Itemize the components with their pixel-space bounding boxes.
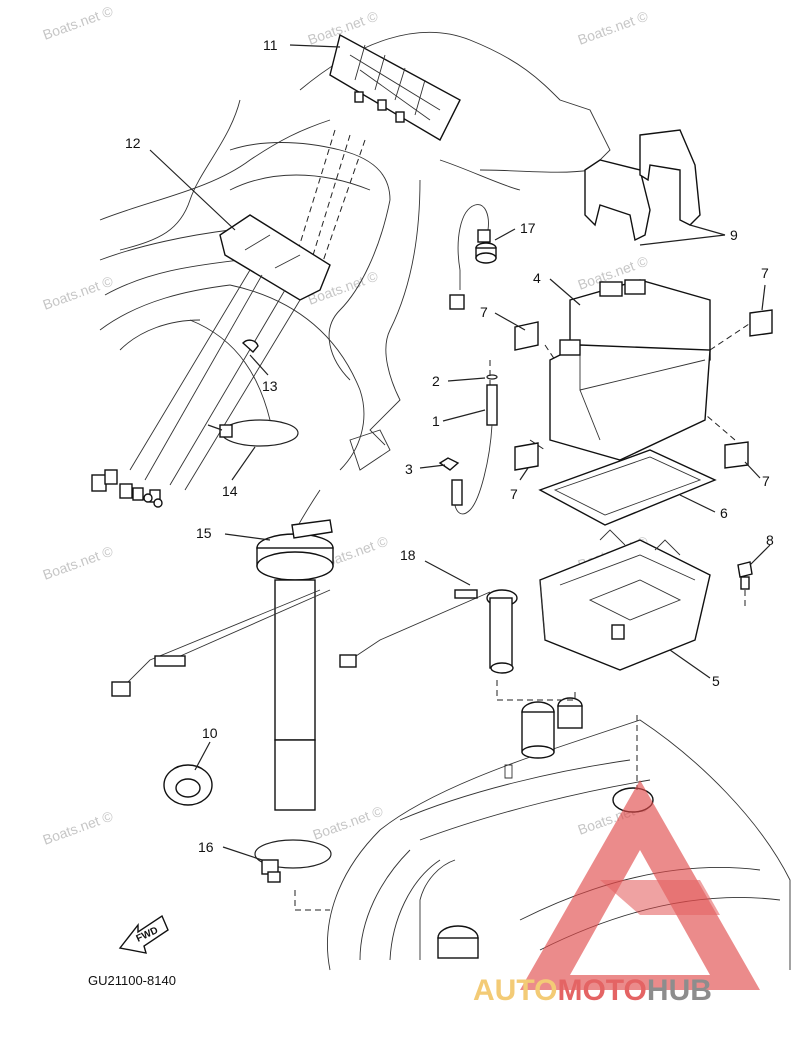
part-meter	[329, 33, 461, 141]
callout-3: 3	[405, 461, 413, 477]
part-battery-box	[539, 529, 711, 671]
callout-14: 14	[222, 483, 238, 499]
callout-18: 18	[400, 547, 416, 563]
svg-text:AUTOMOTOHUB: AUTOMOTOHUB	[473, 974, 712, 1007]
logo-text-hub: HUB	[647, 974, 712, 1007]
part-bolt	[737, 561, 753, 590]
callout-8: 8	[766, 532, 774, 548]
hull-outline	[99, 31, 611, 561]
callout-9: 9	[730, 227, 738, 243]
part-cap	[449, 204, 497, 310]
part-battery	[549, 279, 711, 461]
logo-text-auto: AUTO	[473, 974, 557, 1007]
diagram-code: GU21100-8140	[88, 973, 176, 988]
callout-11: 11	[263, 37, 278, 53]
part-battery-band	[584, 129, 701, 242]
callout-13: 13	[262, 378, 278, 394]
part-fuel-sender	[111, 519, 334, 811]
logo-triangle-icon	[520, 780, 760, 990]
callout-10: 10	[202, 725, 218, 741]
callout-4: 4	[533, 270, 541, 286]
part-vent-hose	[438, 374, 498, 515]
watermark: Boats.net ©	[41, 542, 116, 582]
part-harness-block	[91, 214, 331, 508]
callout-7: 7	[762, 473, 770, 489]
watermark: Boats.net ©	[311, 802, 386, 842]
callout-12: 12	[125, 135, 141, 151]
callout-5: 5	[712, 673, 720, 689]
callout-7: 7	[480, 304, 488, 320]
callout-7: 7	[510, 486, 518, 502]
callout-1: 1	[432, 413, 440, 429]
watermark: Boats.net ©	[41, 807, 116, 847]
callout-2: 2	[432, 373, 440, 389]
callout-numbers: 11 12 17 9 4 7 7 2 1 13 14 3 7 7 6 8 15 …	[125, 37, 774, 855]
fwd-arrow: FWD	[118, 914, 169, 954]
part-pads	[514, 309, 773, 471]
leader-lines	[149, 44, 771, 861]
part-hose-clamp	[254, 839, 332, 883]
callout-16: 16	[198, 839, 214, 855]
part-cable-tie	[207, 419, 299, 447]
logo-text-moto: MOTO	[557, 974, 646, 1007]
part-battery-mat	[538, 449, 717, 526]
callout-7: 7	[761, 265, 769, 281]
watermark: Boats.net ©	[41, 2, 116, 42]
part-sensor	[339, 589, 518, 674]
part-grommet	[163, 764, 213, 806]
watermark: Boats.net ©	[576, 7, 651, 47]
watermark: Boats.net ©	[41, 272, 116, 312]
callout-17: 17	[520, 220, 536, 236]
automotohub-logo: AUTOMOTOHUB	[473, 780, 760, 1007]
dashed-guides	[294, 129, 756, 911]
part-clip	[241, 339, 259, 354]
callout-6: 6	[720, 505, 728, 521]
callout-15: 15	[196, 525, 212, 541]
